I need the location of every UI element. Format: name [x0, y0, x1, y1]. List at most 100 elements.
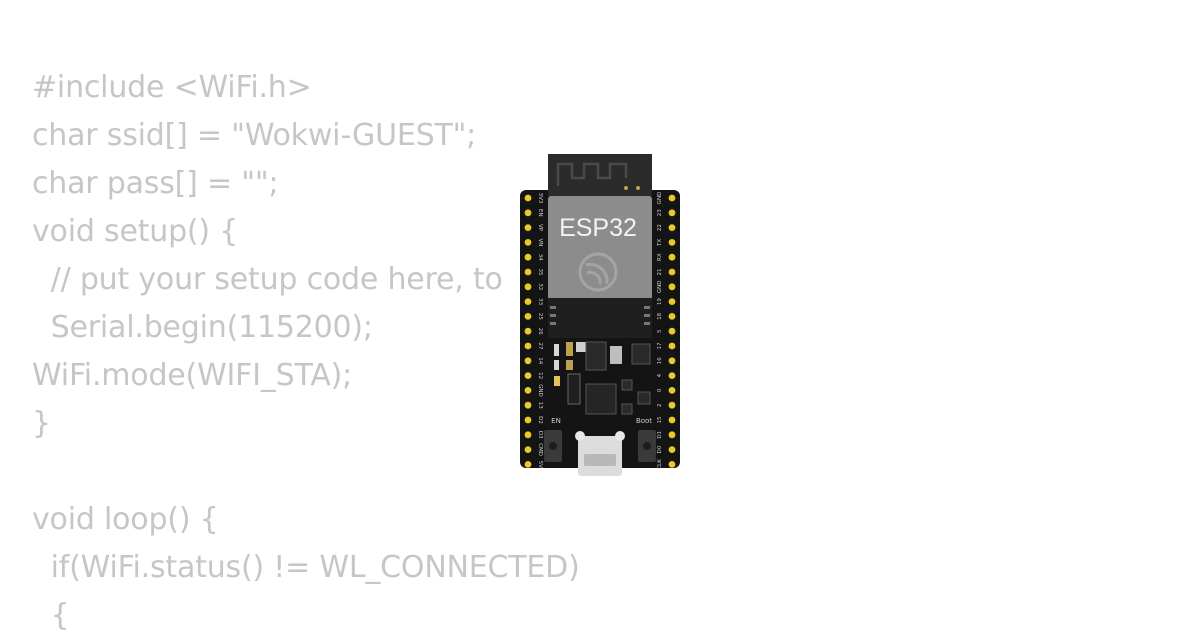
- pin-label: 23: [657, 209, 663, 216]
- code-line: void setup() {: [32, 214, 239, 249]
- header-pin[interactable]: [668, 209, 676, 217]
- pin-label: 12: [537, 372, 543, 379]
- boot-label: Boot: [636, 417, 652, 425]
- header-pin[interactable]: [524, 298, 532, 305]
- header-pin[interactable]: [524, 357, 532, 365]
- pin-label: 4: [657, 373, 663, 377]
- pin-label: 13: [537, 402, 543, 409]
- chip: [631, 343, 651, 365]
- header-pin[interactable]: [524, 209, 532, 217]
- boot-button[interactable]: [638, 430, 656, 462]
- pin-label: 15: [657, 416, 663, 423]
- header-pin[interactable]: [524, 224, 532, 231]
- module-pad: [644, 314, 650, 317]
- module-pad: [550, 322, 556, 325]
- header-pin[interactable]: [524, 313, 532, 320]
- header-pin[interactable]: [524, 387, 532, 394]
- header-pin[interactable]: [668, 327, 676, 335]
- code-line: WiFi.mode(WIFI_STA);: [32, 358, 353, 393]
- code-line: [32, 448, 592, 496]
- antenna-dot: [624, 186, 628, 190]
- pin-label: 33: [537, 298, 543, 305]
- header-pin[interactable]: [668, 401, 676, 409]
- pin-label: 27: [537, 343, 543, 350]
- header-pin[interactable]: [524, 372, 532, 379]
- pin-label: 18: [657, 312, 663, 319]
- header-pin[interactable]: [668, 268, 676, 276]
- micro-usb-port[interactable]: [575, 431, 625, 476]
- antenna-dot: [636, 186, 640, 190]
- header-pin[interactable]: [524, 461, 532, 468]
- code-line: #include <WiFi.h>: [32, 70, 312, 105]
- pin-label: EN: [537, 209, 543, 217]
- led: [610, 346, 622, 364]
- usb-uart-chip: [585, 383, 617, 415]
- header-pin[interactable]: [668, 194, 676, 202]
- header-pin[interactable]: [668, 283, 676, 291]
- pin-label: 21: [657, 269, 663, 276]
- resistor: [554, 344, 559, 356]
- pin-label: 16: [657, 357, 663, 364]
- chip: [621, 403, 633, 415]
- pin-label: 0: [657, 388, 663, 392]
- en-button[interactable]: [544, 430, 562, 462]
- regulator-chip: [585, 341, 607, 371]
- resistor: [554, 360, 559, 370]
- header-pin[interactable]: [524, 253, 532, 261]
- resistor: [576, 342, 586, 352]
- esp32-board[interactable]: ESP32: [514, 148, 686, 482]
- pin-label: CLK: [657, 459, 663, 470]
- header-pin[interactable]: [668, 239, 676, 246]
- header-pin[interactable]: [668, 416, 676, 424]
- antenna-trace: [556, 162, 628, 186]
- header-pin[interactable]: [668, 224, 676, 231]
- header-pin[interactable]: [668, 342, 676, 350]
- header-pin[interactable]: [524, 283, 532, 291]
- pin-label: RX: [657, 253, 663, 261]
- header-pin[interactable]: [524, 268, 532, 276]
- pin-label: 19: [657, 298, 663, 305]
- header-pin[interactable]: [668, 387, 676, 394]
- code-line: // put your setup code here, to: [32, 262, 503, 297]
- header-pin[interactable]: [524, 431, 532, 439]
- code-line: }: [32, 406, 51, 441]
- header-pin[interactable]: [668, 298, 676, 305]
- header-pin[interactable]: [524, 416, 532, 424]
- pin-label: 35: [537, 269, 543, 276]
- code-line: if(WiFi.status() != WL_CONNECTED): [32, 550, 580, 585]
- header-pin[interactable]: [524, 401, 532, 409]
- pin-label: 25: [537, 313, 543, 320]
- pin-label: CMD: [537, 443, 543, 456]
- header-pin[interactable]: [524, 327, 532, 335]
- antenna: [548, 154, 652, 196]
- pin-label: D3: [537, 431, 543, 439]
- pin-label: GND: [657, 192, 663, 205]
- header-pin[interactable]: [524, 239, 532, 246]
- en-label: EN: [551, 417, 561, 425]
- header-pin[interactable]: [524, 194, 532, 202]
- code-editor[interactable]: #include <WiFi.h> char ssid[] = "Wokwi-G…: [32, 64, 592, 640]
- pin-label: GND: [537, 384, 543, 397]
- pin-label: 22: [657, 224, 663, 231]
- header-pin[interactable]: [668, 446, 676, 453]
- resistor: [566, 342, 573, 356]
- pin-label: 5: [657, 329, 663, 333]
- pin-label: VP: [537, 224, 543, 232]
- pin-label: VN: [537, 238, 543, 246]
- header-pin[interactable]: [668, 357, 676, 365]
- chip: [621, 379, 633, 391]
- pin-label: TX: [657, 239, 663, 247]
- header-pin[interactable]: [668, 461, 676, 468]
- resistor: [566, 360, 573, 370]
- header-pin[interactable]: [668, 313, 676, 320]
- header-pin[interactable]: [668, 253, 676, 261]
- pin-label: 34: [537, 254, 543, 261]
- code-line: void loop() {: [32, 502, 219, 537]
- pin-label: GND: [657, 280, 663, 293]
- header-pin[interactable]: [524, 342, 532, 350]
- code-line: char ssid[] = "Wokwi-GUEST";: [32, 118, 477, 153]
- header-pin[interactable]: [668, 431, 676, 439]
- header-pin[interactable]: [524, 446, 532, 453]
- header-pin[interactable]: [668, 372, 676, 379]
- code-line: char pass[] = "";: [32, 166, 279, 201]
